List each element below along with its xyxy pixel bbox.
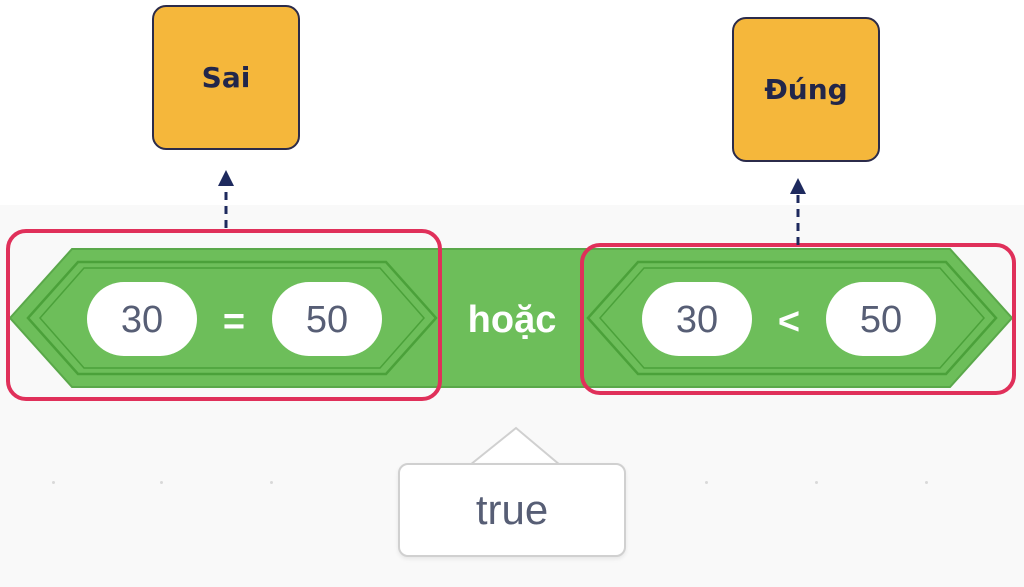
left-arrowhead-icon — [218, 170, 234, 186]
or-operator-label: hoặc — [468, 299, 557, 341]
grid-dot — [270, 481, 273, 484]
left-operand-b-value: 50 — [306, 299, 348, 341]
grid-dot — [925, 481, 928, 484]
equals-block-inner-edge — [39, 267, 425, 369]
right-operator: < — [778, 301, 800, 343]
result-true-label: Đúng — [732, 17, 880, 162]
left-operator: = — [223, 301, 245, 343]
result-tooltip: true — [398, 463, 626, 557]
right-operand-b-field[interactable] — [826, 282, 936, 356]
grid-dot — [52, 481, 55, 484]
left-operand-a-field[interactable] — [87, 282, 197, 356]
less-than-block-inner-edge — [599, 267, 985, 369]
right-operand-a-field[interactable] — [642, 282, 752, 356]
grid-dot — [705, 481, 708, 484]
result-false-label: Sai — [152, 5, 300, 150]
left-operand-b-field[interactable] — [272, 282, 382, 356]
left-condition-highlight — [6, 229, 442, 401]
right-operand-b-value: 50 — [860, 299, 902, 341]
right-operand-a-value: 30 — [676, 299, 718, 341]
grid-dot — [160, 481, 163, 484]
tooltip-pointer — [467, 426, 563, 466]
tooltip-value: true — [475, 486, 549, 533]
grid-dot — [815, 481, 818, 484]
right-arrowhead-icon — [790, 178, 806, 194]
left-operand-a-value: 30 — [121, 299, 163, 341]
